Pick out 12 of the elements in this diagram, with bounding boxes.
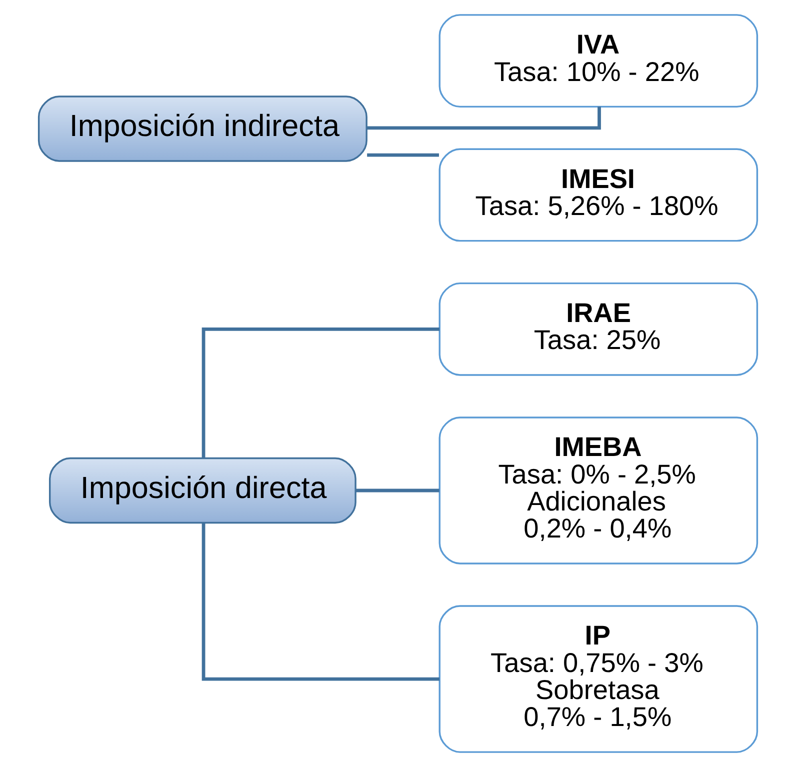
connector — [366, 106, 600, 130]
node-box: IVA Tasa: 10% - 22% — [438, 14, 758, 108]
node-box: IMESI Tasa: 5,26% - 180% — [438, 148, 758, 242]
node-box: Imposición indirecta — [37, 96, 367, 162]
connector — [201, 327, 439, 458]
connector — [366, 153, 438, 157]
node-box: Imposición directa — [48, 457, 356, 524]
node-box: IP Tasa: 0,75% - 3% Sobretasa 0,7% - 1,5% — [438, 605, 758, 753]
node-box: IRAE Tasa: 25% — [438, 282, 758, 376]
node-box: IMEBA Tasa: 0% - 2,5% Adicionales 0,2% - 0,4% — [438, 416, 758, 564]
connector — [355, 488, 439, 492]
connector — [201, 522, 439, 681]
